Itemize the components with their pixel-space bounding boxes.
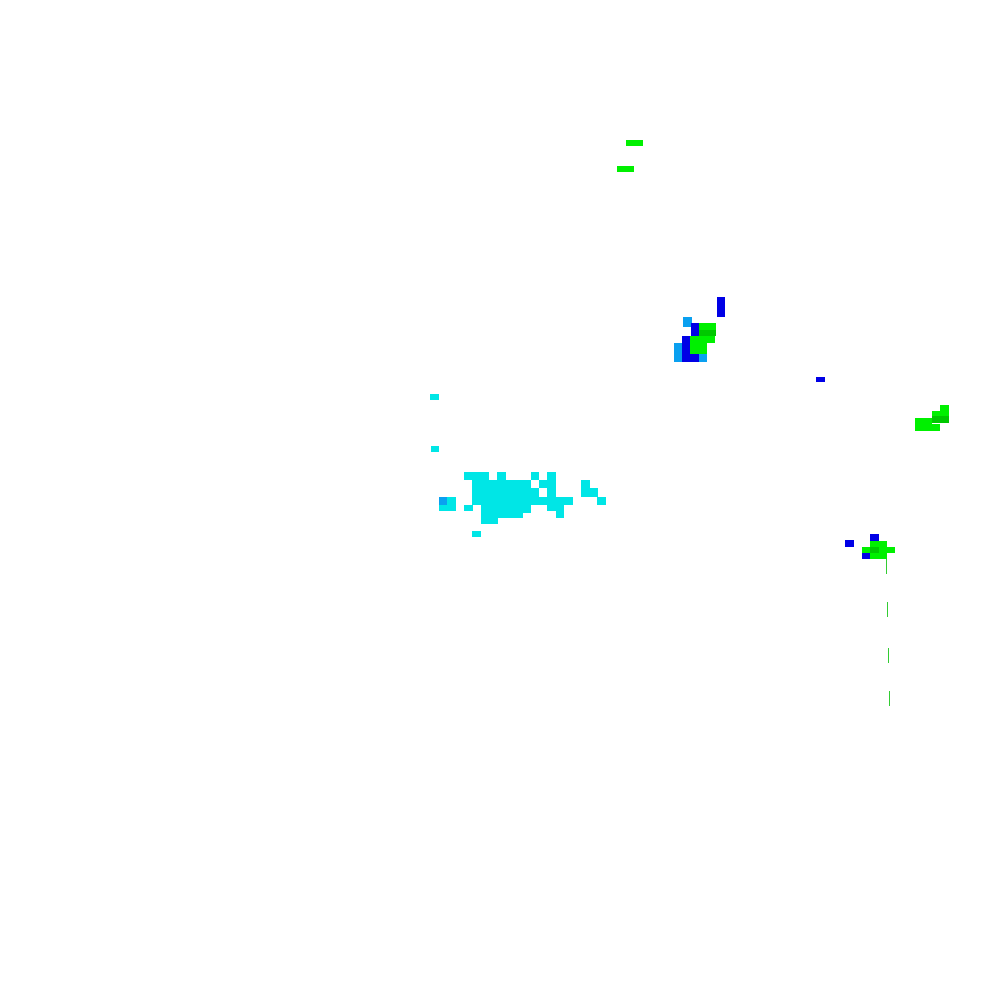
echo-small-blue — [816, 377, 825, 382]
radar-cell — [430, 394, 439, 400]
radar-cell — [845, 540, 854, 547]
radar-cell — [870, 534, 879, 541]
radar-cell — [547, 488, 556, 497]
radar-cell — [481, 513, 523, 518]
echo-southeast-cluster — [845, 534, 895, 559]
radar-cell — [682, 343, 691, 362]
radar-cell — [617, 166, 634, 172]
radar-cell — [870, 547, 879, 553]
radar-cell — [481, 518, 498, 524]
echo-trail-line — [885, 559, 891, 706]
radar-cell — [683, 317, 692, 327]
radar-cell — [870, 541, 887, 547]
radar-cell — [497, 472, 506, 480]
echo-north-green — [617, 140, 643, 172]
radar-cell — [699, 354, 707, 362]
echo-northeast-cluster — [674, 297, 725, 362]
radar-cell — [690, 336, 715, 343]
radar-cell — [481, 505, 531, 513]
radar-cell — [870, 553, 887, 559]
radar-cell — [447, 497, 456, 505]
radar-cell — [464, 505, 473, 511]
radar-cell — [932, 411, 949, 418]
radar-cell — [472, 531, 481, 537]
radar-cell — [717, 297, 725, 317]
radar-cell — [674, 343, 683, 362]
radar-cell — [472, 497, 573, 505]
radar-cell — [691, 323, 700, 336]
radar-cell — [699, 323, 716, 330]
radar-cell — [597, 497, 606, 505]
radar-cell — [531, 472, 539, 480]
radar-cell — [547, 505, 564, 511]
radar-cell — [932, 416, 949, 423]
radar-cell — [581, 488, 598, 497]
radar-cell — [682, 336, 690, 344]
radar-cell — [556, 511, 564, 518]
radar-cell — [464, 472, 489, 480]
radar-cell — [626, 140, 643, 146]
radar-cell — [439, 497, 447, 505]
echo-central-cyan — [430, 394, 606, 537]
radar-cell — [862, 553, 870, 559]
echo-east-green — [915, 405, 949, 431]
radar-cell — [547, 472, 556, 480]
radar-cell — [699, 330, 716, 336]
radar-cell — [539, 480, 556, 488]
radar-cell — [915, 418, 932, 426]
radar-cell — [581, 480, 590, 488]
radar-cell — [915, 424, 940, 431]
radar-cell — [472, 480, 531, 488]
radar-cell — [816, 377, 825, 382]
radar-cell — [439, 505, 456, 511]
radar-cell — [472, 488, 539, 497]
radar-cell — [690, 354, 699, 362]
radar-cell — [431, 446, 439, 452]
radar-cell — [940, 405, 949, 412]
radar-cell — [690, 343, 707, 354]
